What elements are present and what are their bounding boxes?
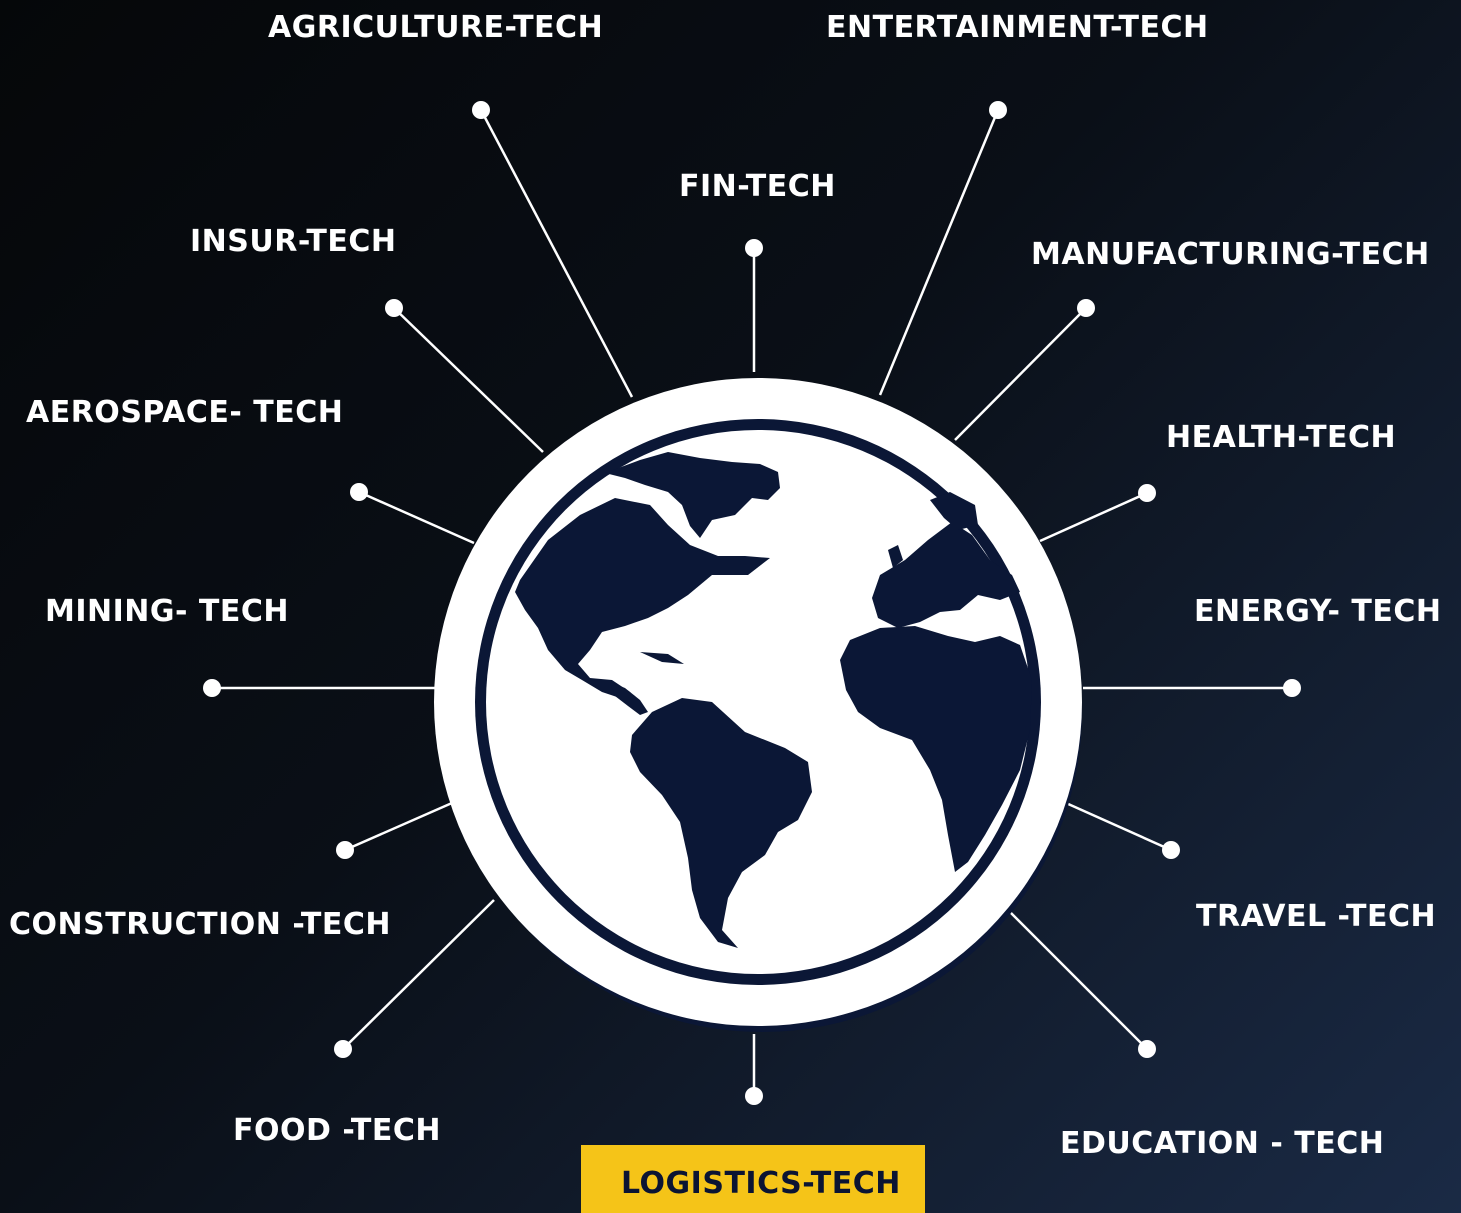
label-energy-tech: ENERGY- TECH bbox=[1194, 594, 1442, 629]
dot-agriculture bbox=[472, 101, 490, 119]
connector-aerospace bbox=[358, 490, 475, 545]
dot-construction bbox=[336, 841, 354, 859]
connector-dots bbox=[203, 101, 1301, 1105]
label-education-tech: EDUCATION - TECH bbox=[1060, 1126, 1385, 1161]
connector-entertainment bbox=[878, 109, 1000, 396]
south-america-shape bbox=[630, 698, 812, 948]
label-manufacturing-tech: MANUFACTURING-TECH bbox=[1031, 237, 1430, 272]
connector-insur bbox=[393, 307, 544, 453]
central-america-shape bbox=[610, 682, 648, 715]
dot-fin bbox=[745, 239, 763, 257]
dot-manufacturing bbox=[1077, 299, 1095, 317]
uk-shape bbox=[888, 545, 903, 568]
connector-food bbox=[342, 899, 495, 1050]
dot-health bbox=[1138, 484, 1156, 502]
connector-agriculture bbox=[479, 109, 634, 398]
dot-energy bbox=[1283, 679, 1301, 697]
dot-aerospace bbox=[350, 483, 368, 501]
dot-travel bbox=[1162, 841, 1180, 859]
connector-construction bbox=[344, 801, 453, 852]
label-construction-tech: CONSTRUCTION -TECH bbox=[9, 907, 391, 942]
dot-education bbox=[1138, 1040, 1156, 1058]
continents bbox=[515, 452, 1032, 948]
connector-health bbox=[1039, 491, 1148, 543]
label-aerospace-tech: AEROSPACE- TECH bbox=[26, 395, 344, 430]
label-fin-tech: FIN-TECH bbox=[679, 169, 836, 204]
dot-logistics bbox=[745, 1087, 763, 1105]
connector-education bbox=[1009, 911, 1148, 1050]
scandinavia-shape bbox=[930, 492, 978, 530]
europe-shape bbox=[872, 522, 1020, 628]
caribbean-islands-shape bbox=[640, 652, 684, 664]
africa-shape bbox=[840, 626, 1032, 872]
connector-lines bbox=[212, 109, 1292, 1096]
label-travel-tech: TRAVEL -TECH bbox=[1196, 899, 1437, 934]
label-insur-tech: INSUR-TECH bbox=[190, 224, 397, 259]
north-america-shape bbox=[515, 498, 770, 705]
label-food-tech: FOOD -TECH bbox=[233, 1113, 441, 1148]
connector-travel bbox=[1065, 801, 1172, 852]
label-health-tech: HEALTH-TECH bbox=[1166, 420, 1397, 455]
dot-entertainment bbox=[989, 101, 1007, 119]
dot-food bbox=[334, 1040, 352, 1058]
label-logistics-tech: LOGISTICS-TECH bbox=[581, 1145, 925, 1213]
greenland-shape bbox=[605, 452, 780, 538]
connector-manufacturing bbox=[954, 307, 1087, 441]
label-agriculture-tech: AGRICULTURE-TECH bbox=[268, 10, 604, 45]
dot-insur bbox=[385, 299, 403, 317]
label-entertainment-tech: ENTERTAINMENT-TECH bbox=[826, 10, 1209, 45]
dot-mining bbox=[203, 679, 221, 697]
label-mining-tech: MINING- TECH bbox=[45, 594, 289, 629]
world-globe-icon bbox=[434, 378, 1082, 1032]
